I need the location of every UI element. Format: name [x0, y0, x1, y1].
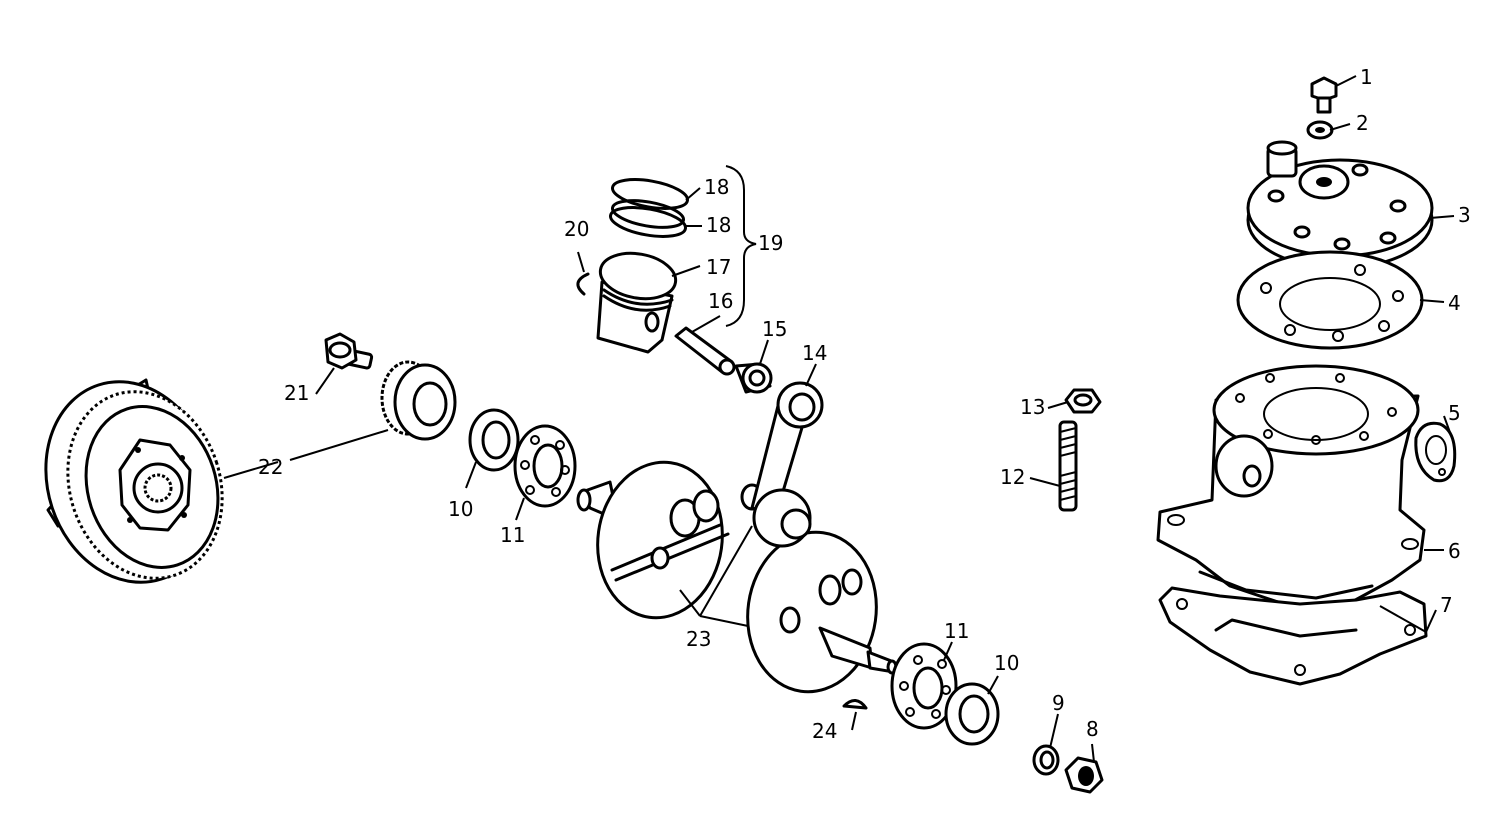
- bracket-19: [725, 165, 757, 327]
- part-piston-rings: [609, 178, 689, 238]
- callout-labels: 1 2 3 4 5 6 7 8 9 10 11 12 13 14 15 16 1…: [258, 65, 1471, 743]
- part-circlip: [576, 272, 590, 296]
- callout-18-top: 18: [704, 175, 729, 199]
- callout-24: 24: [812, 719, 837, 743]
- callout-5: 5: [1448, 401, 1461, 425]
- part-bearing-11-right: [890, 642, 958, 730]
- callout-23: 23: [686, 627, 711, 651]
- callout-22: 22: [258, 455, 283, 479]
- callout-14: 14: [802, 341, 827, 365]
- callout-3: 3: [1458, 203, 1471, 227]
- part-seal-10-right: [944, 682, 1000, 746]
- part-piston: [596, 251, 678, 354]
- part-washer-2: [1306, 120, 1334, 140]
- part-bolt-21: [324, 332, 374, 370]
- callout-13: 13: [1020, 395, 1045, 419]
- callout-11-left: 11: [500, 523, 525, 547]
- part-piston-pin: [674, 326, 736, 376]
- callout-16: 16: [708, 289, 733, 313]
- part-stud-12: [1058, 420, 1078, 512]
- part-nut-8: [1064, 756, 1104, 794]
- callout-21: 21: [284, 381, 309, 405]
- callout-12: 12: [1000, 465, 1025, 489]
- callout-11-right: 11: [944, 619, 969, 643]
- part-cylinder-head: [1246, 140, 1434, 270]
- leader-lines: [223, 75, 1455, 763]
- callout-18-bottom: 18: [706, 213, 731, 237]
- part-needle-bearing: [734, 362, 773, 394]
- part-bolt-1: [1310, 76, 1338, 114]
- part-cylinder: [1156, 364, 1426, 608]
- part-seal-10-left: [468, 408, 520, 472]
- callout-10-right: 10: [994, 651, 1019, 675]
- part-woodruff-key: [842, 699, 868, 710]
- part-crankshaft: [576, 460, 898, 694]
- part-clutch-basket: [44, 378, 224, 584]
- callout-15: 15: [762, 317, 787, 341]
- callout-9: 9: [1052, 691, 1065, 715]
- callout-2: 2: [1356, 111, 1369, 135]
- callout-7: 7: [1440, 593, 1453, 617]
- part-connecting-rod: [750, 381, 824, 548]
- callout-4: 4: [1448, 291, 1461, 315]
- part-exhaust-gasket: [1414, 421, 1457, 483]
- part-nut-13: [1064, 388, 1102, 414]
- callout-8: 8: [1086, 717, 1099, 741]
- part-head-gasket: [1236, 250, 1424, 350]
- part-drive-gear: [380, 360, 457, 441]
- callout-1: 1: [1360, 65, 1373, 89]
- part-bearing-11-left: [513, 424, 577, 508]
- callout-17: 17: [706, 255, 731, 279]
- part-washer-9: [1032, 744, 1060, 776]
- callout-19: 19: [758, 231, 783, 255]
- callout-20: 20: [564, 217, 589, 241]
- callout-10-left: 10: [448, 497, 473, 521]
- callout-6: 6: [1448, 539, 1461, 563]
- part-base-gasket: [1158, 586, 1428, 686]
